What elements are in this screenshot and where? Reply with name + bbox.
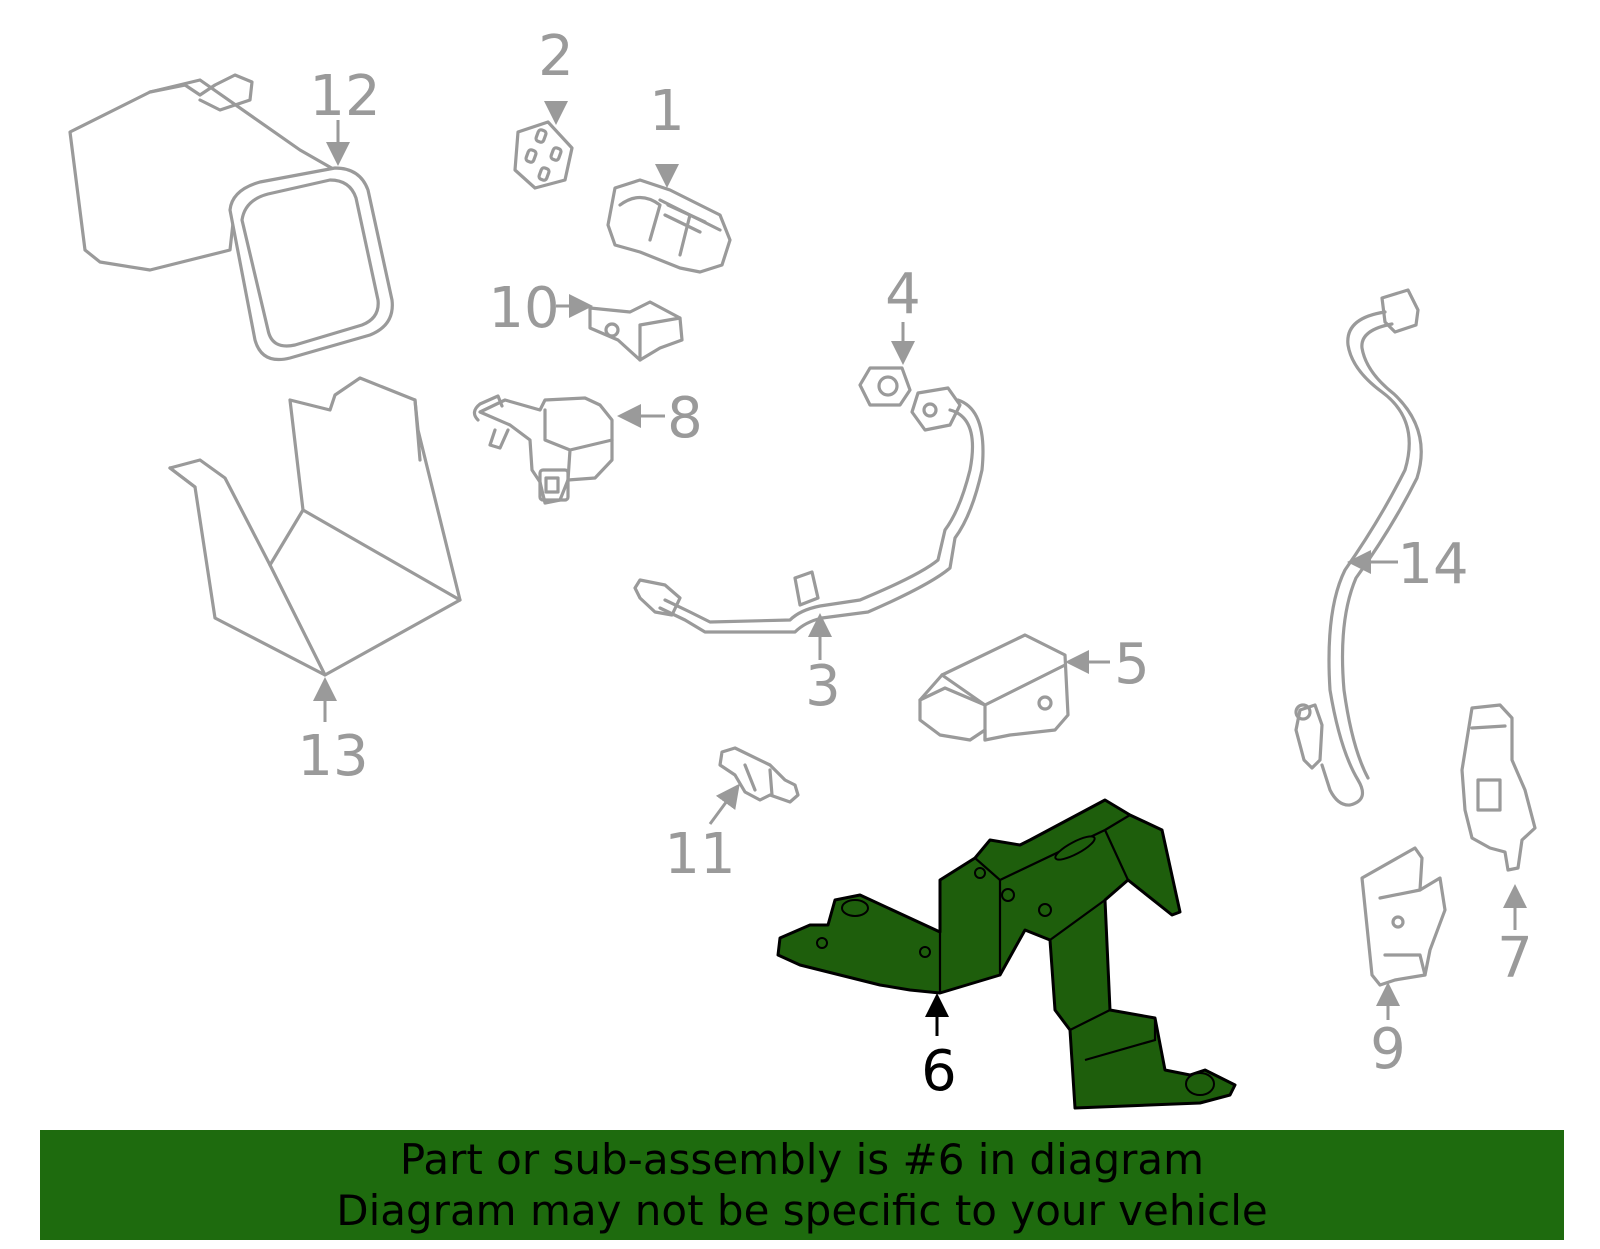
part-2-grommet — [513, 120, 574, 190]
part-13-shield — [168, 376, 462, 677]
callout-3: 3 — [805, 654, 841, 719]
part-4-gasket — [858, 366, 912, 407]
part-5-module — [918, 633, 1070, 742]
callout-14: 14 — [1397, 532, 1468, 597]
part-3-tube — [633, 386, 985, 634]
part-8-solenoid — [472, 394, 614, 505]
callout-2: 2 — [538, 24, 574, 89]
callout-5: 5 — [1114, 632, 1150, 697]
part-10-bracket — [588, 300, 684, 362]
part-11-fitting — [718, 746, 800, 804]
banner-line-1: Part or sub-assembly is #6 in diagram — [399, 1135, 1205, 1184]
callout-4: 4 — [885, 262, 921, 327]
info-banner: Part or sub-assembly is #6 in diagram Di… — [40, 1130, 1564, 1240]
callout-11: 11 — [664, 822, 735, 887]
leader-11 — [708, 783, 740, 825]
part-14-sensor-cable — [1294, 288, 1423, 807]
callout-1: 1 — [649, 79, 685, 144]
part-6-bracket-highlighted — [776, 798, 1237, 1110]
callout-7: 7 — [1497, 926, 1533, 991]
callout-12: 12 — [309, 64, 380, 129]
part-9-bracket — [1360, 846, 1447, 987]
banner-line-2: Diagram may not be specific to your vehi… — [336, 1186, 1268, 1235]
part-1-valve — [606, 178, 732, 274]
callout-13: 13 — [297, 724, 368, 789]
callout-numbers: 1 2 3 4 5 6 7 8 9 10 11 12 13 14 — [297, 24, 1532, 1104]
callout-6: 6 — [921, 1039, 957, 1104]
part-7-sensor — [1460, 703, 1537, 872]
callout-8: 8 — [667, 386, 703, 451]
callout-10: 10 — [488, 276, 559, 341]
part-12-canister — [68, 73, 394, 362]
callout-9: 9 — [1370, 1017, 1406, 1082]
leader-lines — [313, 101, 1527, 1036]
